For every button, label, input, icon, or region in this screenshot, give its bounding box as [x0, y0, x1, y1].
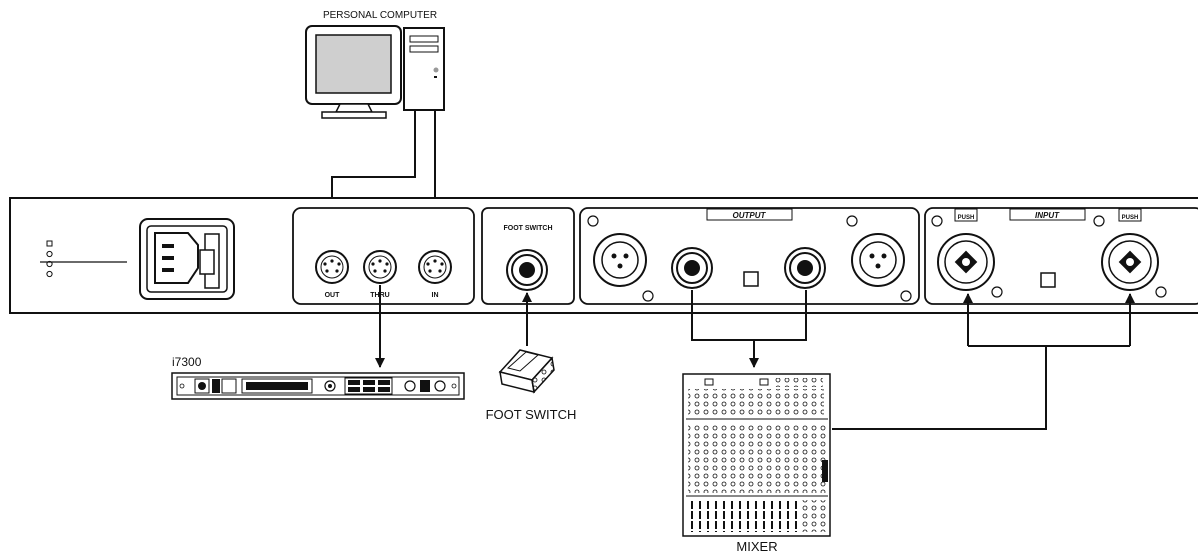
personal-computer: PERSONAL COMPUTER	[305, 10, 445, 119]
xlr-output-right-icon	[846, 215, 912, 302]
push-right-label: PUSH	[1122, 215, 1139, 221]
rack-unit: OUT THRU IN FOOT SWITCH OUTPUT	[9, 197, 1198, 314]
indicator-icon	[40, 240, 127, 278]
input-switch	[1040, 272, 1056, 288]
midi-panel: OUT THRU IN	[292, 207, 475, 305]
input-panel: INPUT PUSH PUSH	[924, 207, 1198, 305]
jack-output-right-icon	[784, 247, 826, 289]
power-socket-icon	[139, 218, 235, 300]
foot-switch-panel-label: FOOT SWITCH	[504, 225, 553, 232]
push-left-label: PUSH	[958, 215, 975, 221]
mixer-icon	[682, 373, 831, 537]
output-panel: OUTPUT	[579, 207, 920, 305]
mixer-label: MIXER	[736, 539, 777, 553]
combo-input-left-icon	[931, 208, 1003, 298]
midi-thru-jack	[363, 250, 397, 284]
input-label: INPUT	[1035, 211, 1060, 220]
monitor-icon	[305, 25, 402, 119]
personal-computer-label: PERSONAL COMPUTER	[323, 10, 437, 21]
i7300-label: i7300	[172, 355, 202, 369]
xlr-output-left-icon	[587, 215, 654, 302]
midi-out-jack	[315, 250, 349, 284]
jack-output-left-icon	[671, 247, 713, 289]
midi-out-label: OUT	[325, 292, 341, 299]
foot-switch-label: FOOT SWITCH	[486, 407, 577, 422]
computer-tower-icon	[403, 27, 445, 111]
midi-in-label: IN	[432, 292, 439, 299]
combo-input-right-icon	[1093, 208, 1167, 298]
midi-in-jack	[418, 250, 452, 284]
i7300-unit: i7300	[171, 355, 465, 400]
audio-cables	[375, 285, 1135, 430]
output-switch	[743, 271, 759, 287]
output-label: OUTPUT	[733, 211, 767, 220]
foot-switch-panel: FOOT SWITCH	[481, 207, 575, 305]
foot-switch-jack	[506, 249, 548, 291]
foot-switch-pedal-icon	[498, 349, 555, 394]
